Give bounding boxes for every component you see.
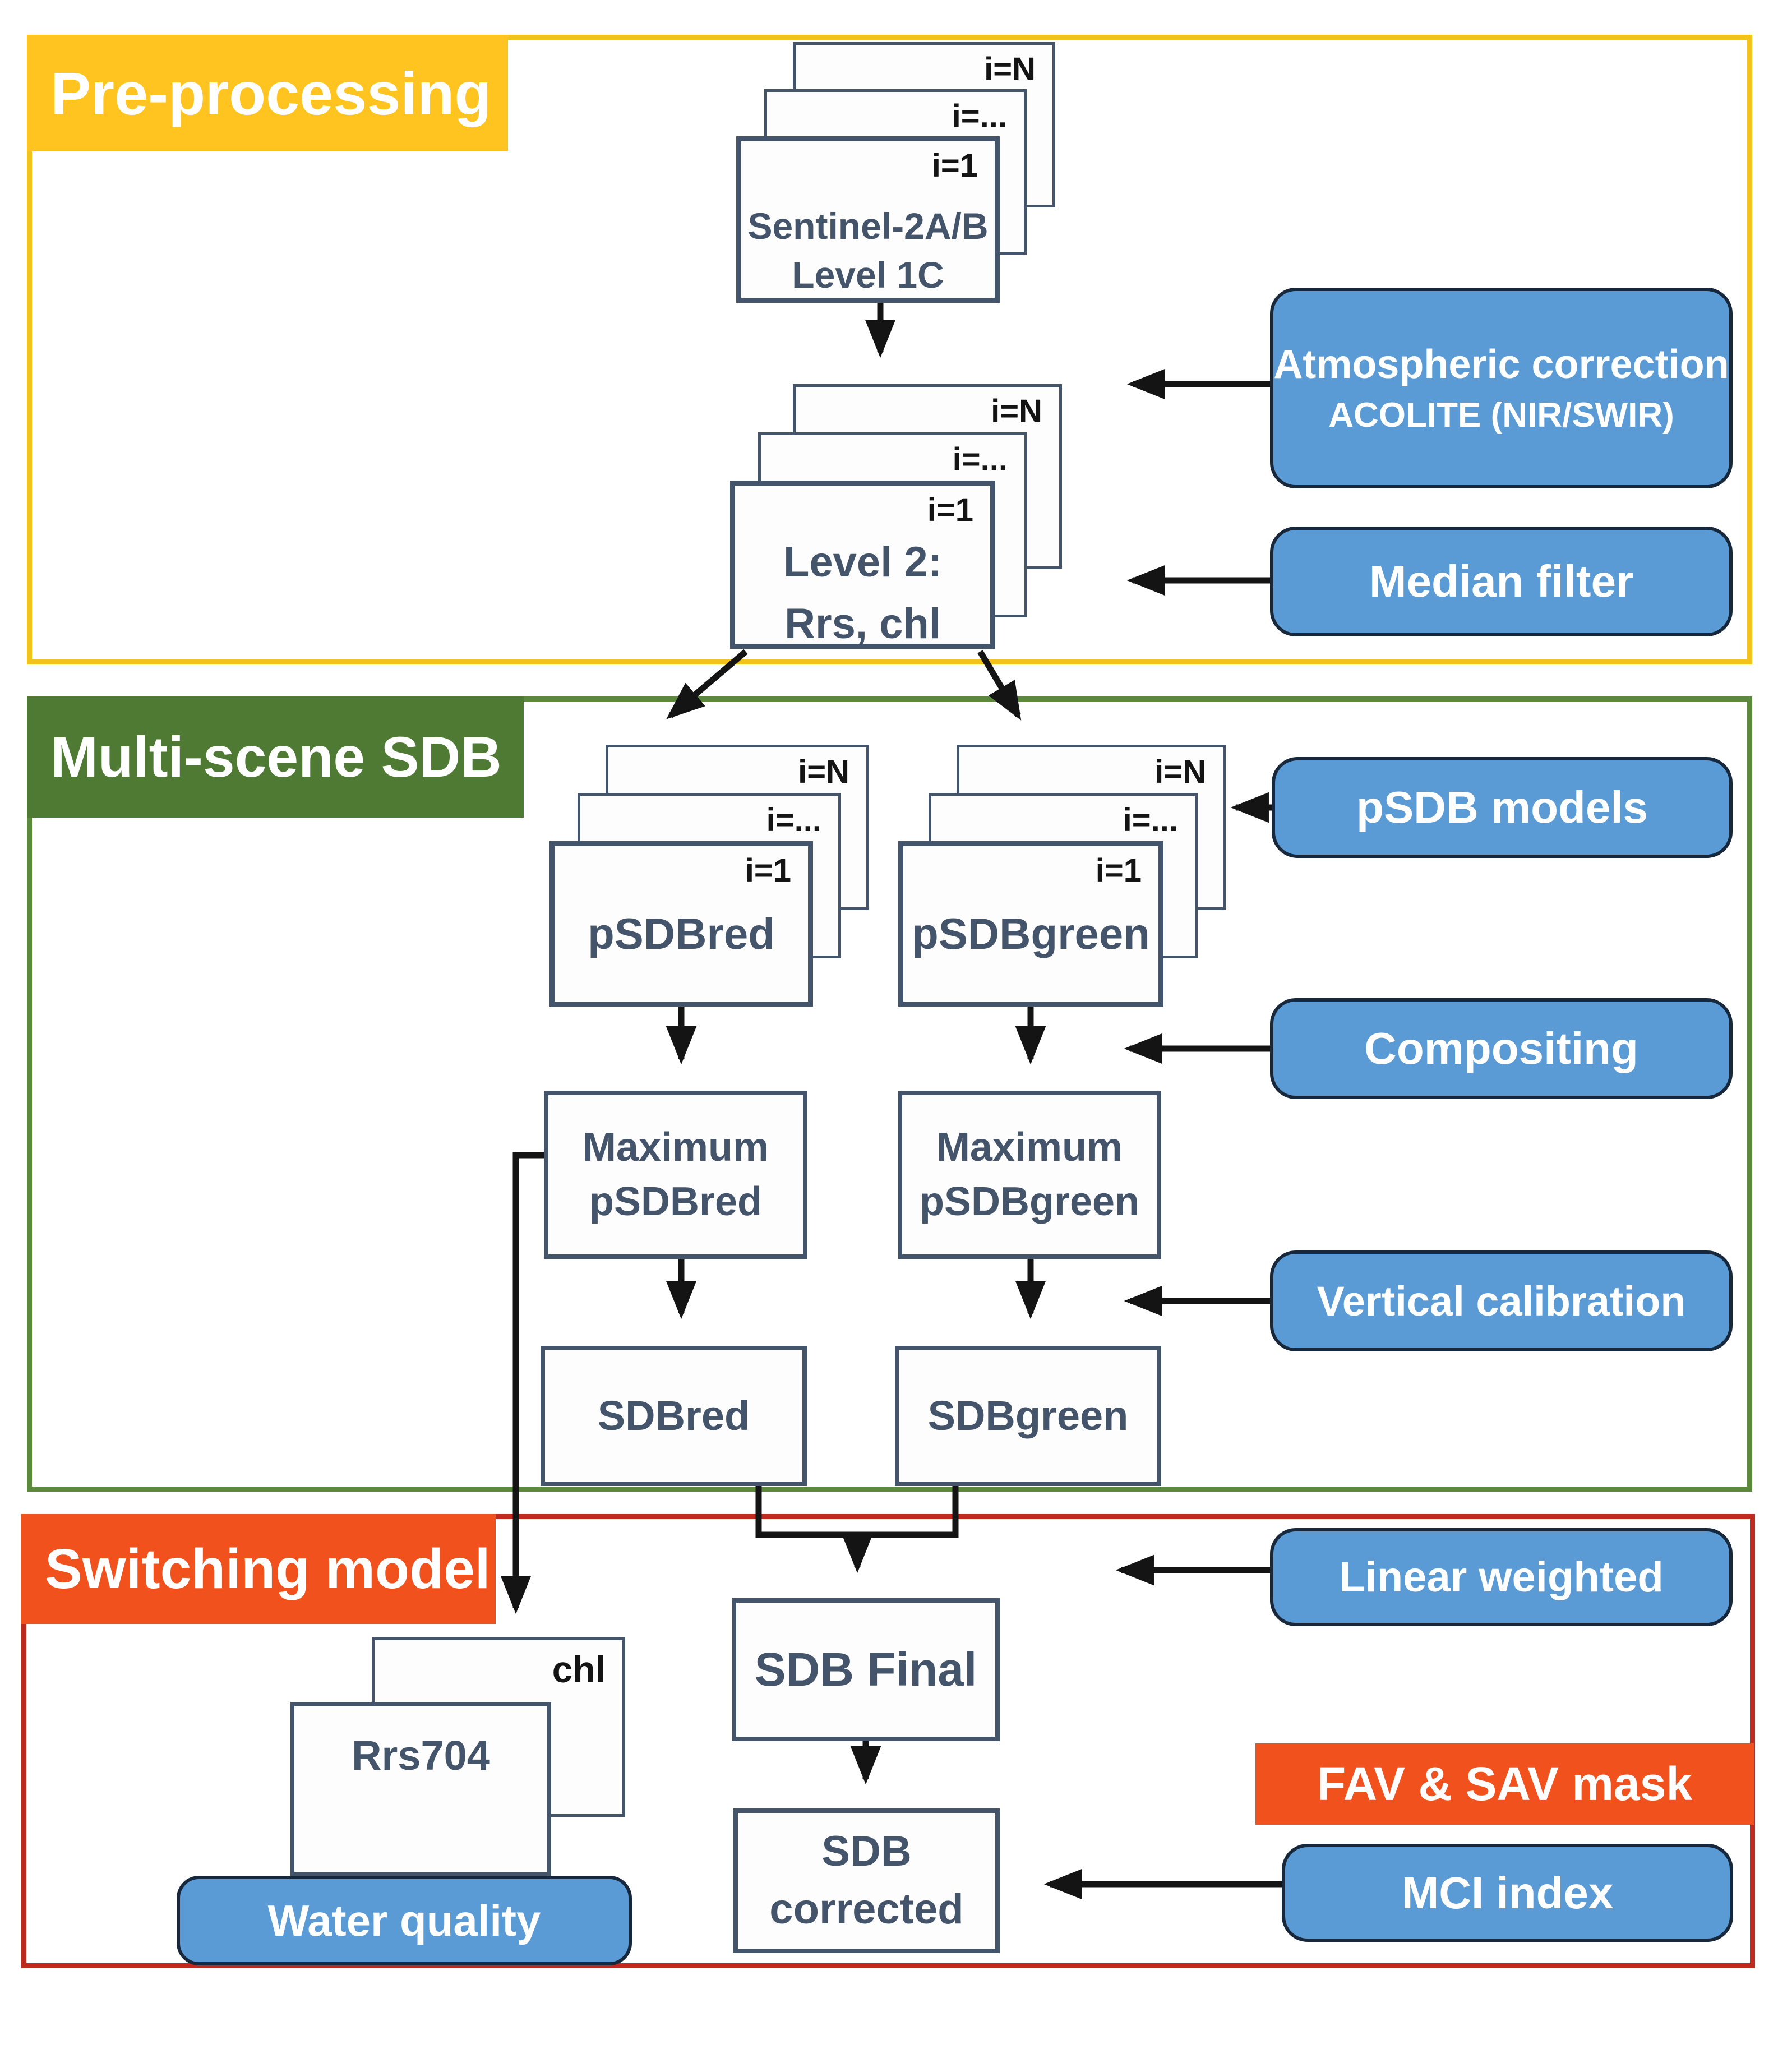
stack-index-label: i=... bbox=[766, 802, 821, 838]
stack-index-label: i=N bbox=[984, 51, 1036, 87]
compositing-label: Compositing bbox=[1364, 1023, 1638, 1073]
stack-sentinel-layer-1: i=1 Sentinel-2A/B Level 1C bbox=[736, 136, 1000, 303]
max-psdbred-line2: pSDBred bbox=[589, 1179, 763, 1224]
max-psdbgreen-line1: Maximum bbox=[936, 1124, 1123, 1170]
mci-index-label: MCI index bbox=[1401, 1867, 1614, 1918]
section-preprocessing-frame bbox=[27, 35, 1752, 664]
psdb-models-label: pSDB models bbox=[1356, 782, 1648, 832]
chl-label: chl bbox=[552, 1649, 606, 1690]
vertical-calibration-box: Vertical calibration bbox=[1270, 1250, 1733, 1351]
median-filter-label: Median filter bbox=[1369, 556, 1634, 606]
atmospheric-correction-box: Atmospheric correction ACOLITE (NIR/SWIR… bbox=[1270, 288, 1733, 488]
stack-index-label: i=1 bbox=[745, 852, 791, 889]
stack-index-label: i=1 bbox=[927, 492, 973, 528]
fav-sav-mask-box: FAV & SAV mask bbox=[1255, 1743, 1754, 1825]
rrs704-label: Rrs704 bbox=[352, 1732, 490, 1779]
stack-index-label: i=N bbox=[991, 393, 1042, 430]
sentinel-line2: Level 1C bbox=[792, 254, 944, 296]
vertical-calibration-label: Vertical calibration bbox=[1317, 1277, 1686, 1325]
sdb-corrected-line1: SDB bbox=[821, 1828, 912, 1876]
stack-index-label: i=... bbox=[1123, 802, 1178, 838]
sdb-corrected-box: SDB corrected bbox=[733, 1808, 1000, 1953]
median-filter-box: Median filter bbox=[1270, 527, 1733, 636]
stack-index-label: i=1 bbox=[1095, 852, 1142, 889]
section-label-multiscene: Multi-scene SDB bbox=[27, 696, 524, 818]
stack-index-label: i=... bbox=[952, 441, 1008, 478]
water-quality-box: Water quality bbox=[177, 1876, 632, 1965]
max-psdbred-box: Maximum pSDBred bbox=[544, 1091, 807, 1259]
section-label-switching: Switching model bbox=[21, 1514, 496, 1624]
max-psdbgreen-line2: pSDBgreen bbox=[919, 1179, 1140, 1224]
stack-index-label: i=... bbox=[952, 98, 1007, 135]
sdb-corrected-line2: corrected bbox=[769, 1885, 964, 1933]
psdbgreen-label: pSDBgreen bbox=[912, 909, 1150, 958]
max-psdbred-line1: Maximum bbox=[582, 1124, 769, 1170]
stack-index-label: i=N bbox=[1154, 754, 1206, 790]
sdbgreen-label: SDBgreen bbox=[927, 1392, 1129, 1439]
water-quality-label: Water quality bbox=[267, 1895, 541, 1945]
section-label-preprocessing: Pre-processing bbox=[27, 35, 508, 151]
sdb-final-box: SDB Final bbox=[732, 1598, 1000, 1741]
sdbred-box: SDBred bbox=[541, 1346, 807, 1486]
mci-index-box: MCI index bbox=[1282, 1844, 1733, 1942]
atmospheric-line2: ACOLITE (NIR/SWIR) bbox=[1328, 395, 1674, 435]
stack-psdbgreen-layer-1: i=1 pSDBgreen bbox=[898, 841, 1163, 1007]
stack-level2-layer-1: i=1 Level 2: Rrs, chl bbox=[730, 481, 995, 649]
stack-index-label: i=1 bbox=[931, 147, 978, 184]
fav-sav-mask-label: FAV & SAV mask bbox=[1317, 1757, 1693, 1810]
linear-weighted-box: Linear weighted bbox=[1270, 1528, 1733, 1626]
level2-line2: Rrs, chl bbox=[784, 600, 941, 648]
sentinel-line1: Sentinel-2A/B bbox=[747, 205, 989, 247]
atmospheric-line1: Atmospheric correction bbox=[1273, 342, 1729, 387]
stack-index-label: i=N bbox=[798, 754, 849, 790]
sdb-final-label: SDB Final bbox=[754, 1642, 977, 1696]
compositing-box: Compositing bbox=[1270, 998, 1733, 1099]
psdbred-label: pSDBred bbox=[588, 909, 775, 958]
sdbred-label: SDBred bbox=[597, 1392, 750, 1439]
sdbgreen-box: SDBgreen bbox=[895, 1346, 1161, 1486]
linear-weighted-label: Linear weighted bbox=[1339, 1553, 1664, 1601]
level2-line1: Level 2: bbox=[783, 538, 943, 586]
psdb-models-box: pSDB models bbox=[1272, 757, 1733, 858]
stack-psdbred-layer-1: i=1 pSDBred bbox=[549, 841, 813, 1007]
rrs704-box: Rrs704 bbox=[290, 1702, 551, 1876]
max-psdbgreen-box: Maximum pSDBgreen bbox=[898, 1091, 1161, 1259]
